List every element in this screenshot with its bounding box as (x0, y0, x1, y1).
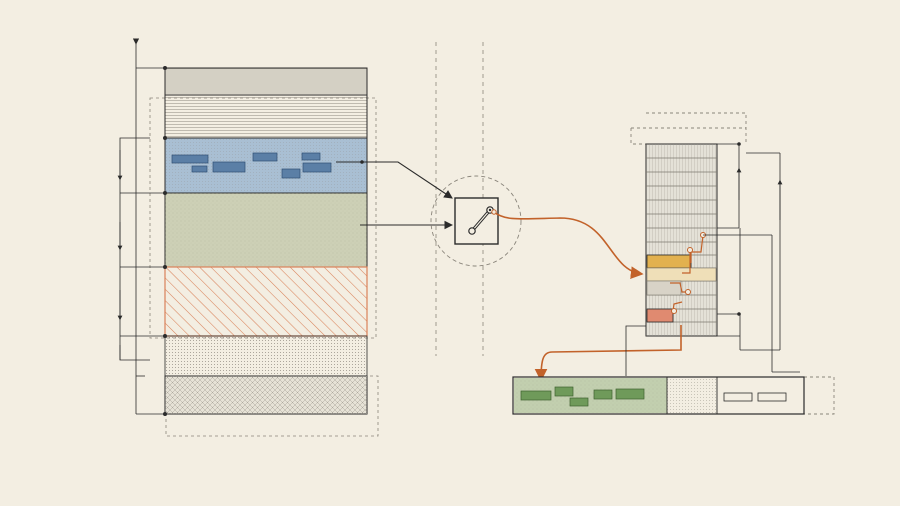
data-block (252, 152, 278, 162)
empty-data-blocks (723, 392, 787, 402)
right-memory-stack (630, 112, 747, 337)
data-block (593, 389, 613, 400)
data-block (520, 390, 552, 401)
input-arrows (336, 161, 454, 230)
data-block (171, 154, 209, 164)
blue-data-blocks (171, 152, 332, 179)
highlight-row-pale (646, 267, 717, 282)
junction-dots (163, 66, 167, 416)
buffer-segment-dotted (667, 378, 717, 413)
right-stack-dashed-cap (630, 112, 747, 145)
data-block (301, 152, 321, 161)
data-block (615, 388, 645, 400)
band-top-dense (164, 67, 368, 96)
data-block (191, 165, 208, 173)
band-top-light (164, 94, 368, 139)
band-dotted (164, 335, 368, 377)
highlight-row-red (646, 308, 674, 323)
left-memory-stack (149, 67, 379, 437)
bottom-buffer (512, 376, 835, 415)
stack-to-buffer-connectors (534, 325, 800, 382)
left-stack-dashed-frame-bottom (165, 375, 379, 437)
data-block (554, 386, 574, 397)
switch-box (454, 197, 499, 245)
data-block (723, 392, 753, 402)
data-block (757, 392, 787, 402)
right-dimension-lines (703, 143, 783, 372)
data-block (569, 397, 589, 407)
buffer-dashed-ext (803, 376, 835, 415)
green-data-blocks (520, 386, 645, 407)
switch-node (430, 175, 522, 267)
switch-to-stack-connector (493, 211, 644, 280)
highlight-row-yellow (646, 254, 692, 269)
switch-dashed-circle (430, 175, 522, 267)
data-block (212, 161, 246, 173)
data-block (281, 168, 301, 179)
left-dimension-lines (117, 38, 165, 415)
data-block (302, 162, 332, 173)
